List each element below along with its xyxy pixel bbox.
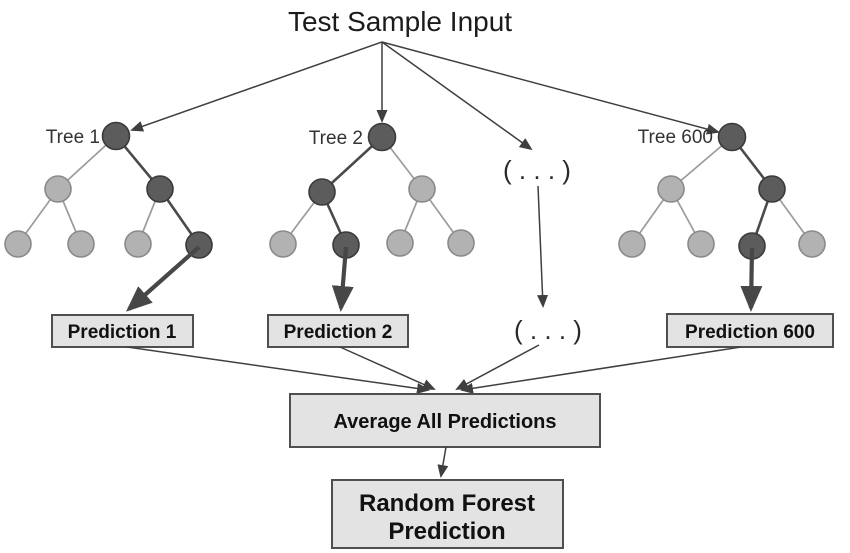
- tree2-leaf1-node: [269, 230, 297, 258]
- prediction600-box: [666, 313, 834, 348]
- tree-600: Tree 600: [618, 122, 826, 312]
- tree600-root-node: [717, 122, 747, 152]
- converging-arrows: [126, 344, 742, 394]
- tree1-leaf2-node: [67, 230, 95, 258]
- fan-arrows: [130, 41, 720, 151]
- tree2-prediction-arrow: [331, 246, 354, 312]
- tree1-left-node: [44, 175, 72, 203]
- tree2-root-node: [367, 122, 397, 152]
- ellipsis-top-text: ( . . . ): [503, 155, 571, 185]
- tree2-leaf3-node: [386, 229, 414, 257]
- tree1-right-node: [146, 175, 174, 203]
- tree-2: Tree 2: [269, 122, 475, 312]
- ellipsis-bottom-text: ( . . . ): [514, 315, 582, 345]
- prediction600-to-average-arrow: [460, 346, 742, 394]
- tree2-label: Tree 2: [309, 128, 363, 149]
- prediction2-to-average-arrow: [339, 346, 436, 390]
- ellipsis-down-arrow: [537, 185, 549, 308]
- tree600-prediction-arrow: [740, 247, 763, 312]
- tree-1: Tree 1: [4, 121, 213, 312]
- fan-arrow-to-ellipsis: [381, 41, 533, 151]
- prediction2-box: [267, 314, 409, 348]
- random-forest-label-line1: Random Forest: [359, 490, 535, 517]
- tree1-prediction-arrow: [126, 245, 201, 312]
- tree600-left-node: [657, 175, 685, 203]
- diagram-title: Test Sample Input: [288, 6, 512, 37]
- fan-arrow-to-tree1: [130, 41, 383, 132]
- tree1-leaf3-node: [124, 230, 152, 258]
- ellipsis-to-average-arrow: [455, 344, 540, 390]
- random-forest-label-line2: Prediction: [388, 518, 505, 545]
- prediction1-to-average-arrow: [126, 346, 430, 394]
- tree600-right-node: [758, 175, 786, 203]
- tree2-left-node: [308, 178, 336, 206]
- tree2-right-node: [408, 175, 436, 203]
- average-box-label: Average All Predictions: [333, 411, 556, 433]
- average-box: [289, 393, 601, 448]
- prediction-boxes: Prediction 1 Prediction 2 Prediction 600: [51, 313, 834, 348]
- tree600-leaf4-node: [798, 230, 826, 258]
- final-section: Random Forest Prediction: [331, 479, 564, 549]
- tree1-label: Tree 1: [46, 127, 100, 148]
- tree1-leaf1-node: [4, 230, 32, 258]
- random-forest-box: [331, 479, 564, 549]
- fan-arrow-to-tree600: [381, 41, 720, 135]
- tree600-leaf1-node: [618, 230, 646, 258]
- tree600-label: Tree 600: [638, 127, 713, 148]
- prediction600-label: Prediction 600: [685, 322, 815, 343]
- average-to-final-arrow: [437, 446, 449, 478]
- tree1-root-node: [101, 121, 131, 151]
- tree600-leaf2-node: [687, 230, 715, 258]
- prediction2-label: Prediction 2: [284, 322, 393, 343]
- average-section: Average All Predictions: [289, 393, 601, 478]
- prediction1-box: [51, 314, 194, 348]
- prediction1-label: Prediction 1: [68, 322, 177, 343]
- tree2-leaf4-node: [447, 229, 475, 257]
- ellipsis-column: ( . . . ) ( . . . ): [503, 155, 582, 345]
